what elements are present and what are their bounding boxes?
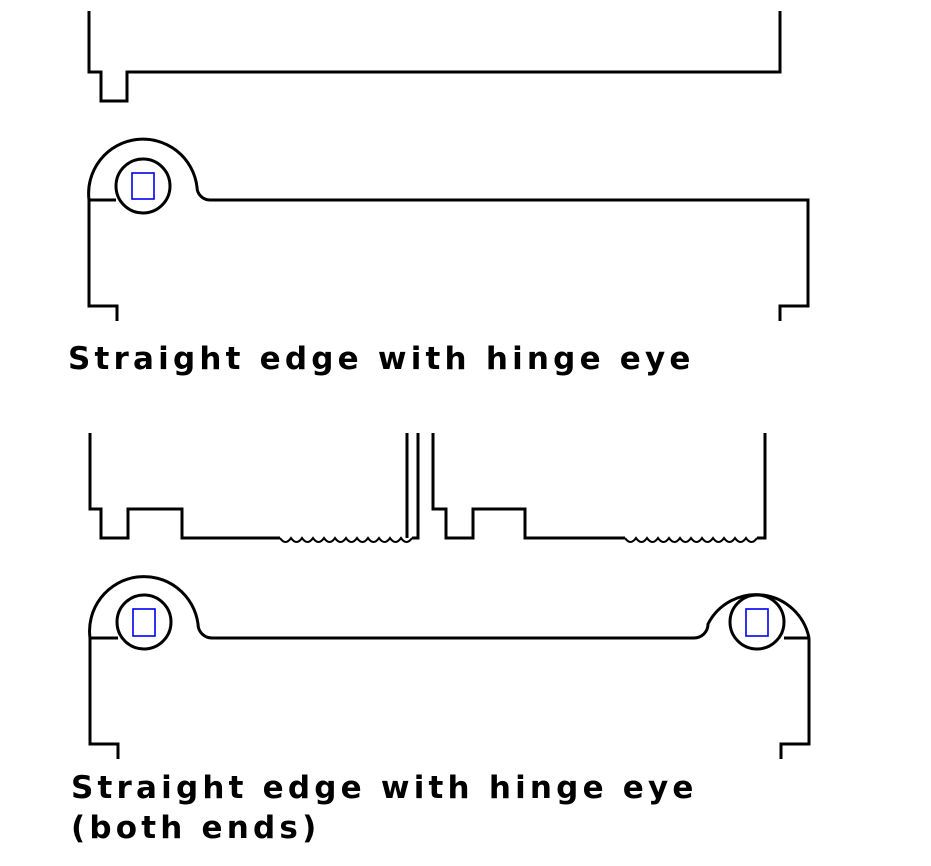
figure-1-hinge-leaf-outline: [87, 137, 810, 321]
figure-1-caption: Straight edge with hinge eye: [68, 341, 695, 377]
figure-1-hinge-pin: [131, 172, 155, 200]
figure-2-right-hinge-eye: [728, 593, 786, 651]
figure-1-hinge-eye: [114, 157, 172, 215]
figure-2-top-right-panel-outline: [431, 433, 625, 540]
figure-2-caption-line-1: Straight edge with hinge eye: [71, 770, 698, 806]
figure-1-top-panel-outline: [87, 11, 782, 103]
figure-2-right-hinge-pin: [745, 608, 769, 637]
figure-2-hinge-leaf-outline: [88, 575, 811, 640]
figure-2-top-right-wave-edge: [624, 536, 758, 543]
figure-2-left-hinge-pin: [132, 608, 156, 637]
figure-2-left-hinge-eye: [115, 593, 173, 651]
figure-1-single-hinge: [87, 11, 810, 321]
figure-2-left-side-outline: [88, 638, 120, 759]
figure-2-top-left-panel-outline: [88, 433, 280, 540]
figure-2-top-left-right-edge: [412, 433, 420, 540]
figure-2-double-hinge: [88, 433, 811, 759]
figure-2-caption-line-2: (both ends): [71, 810, 321, 846]
figure-2-top-left-wave-edge: [279, 536, 413, 543]
figure-2-top-right-right-edge: [757, 433, 767, 540]
figure-1-left-side-outline: [87, 200, 119, 321]
figure-2-right-side-outline: [779, 638, 811, 759]
